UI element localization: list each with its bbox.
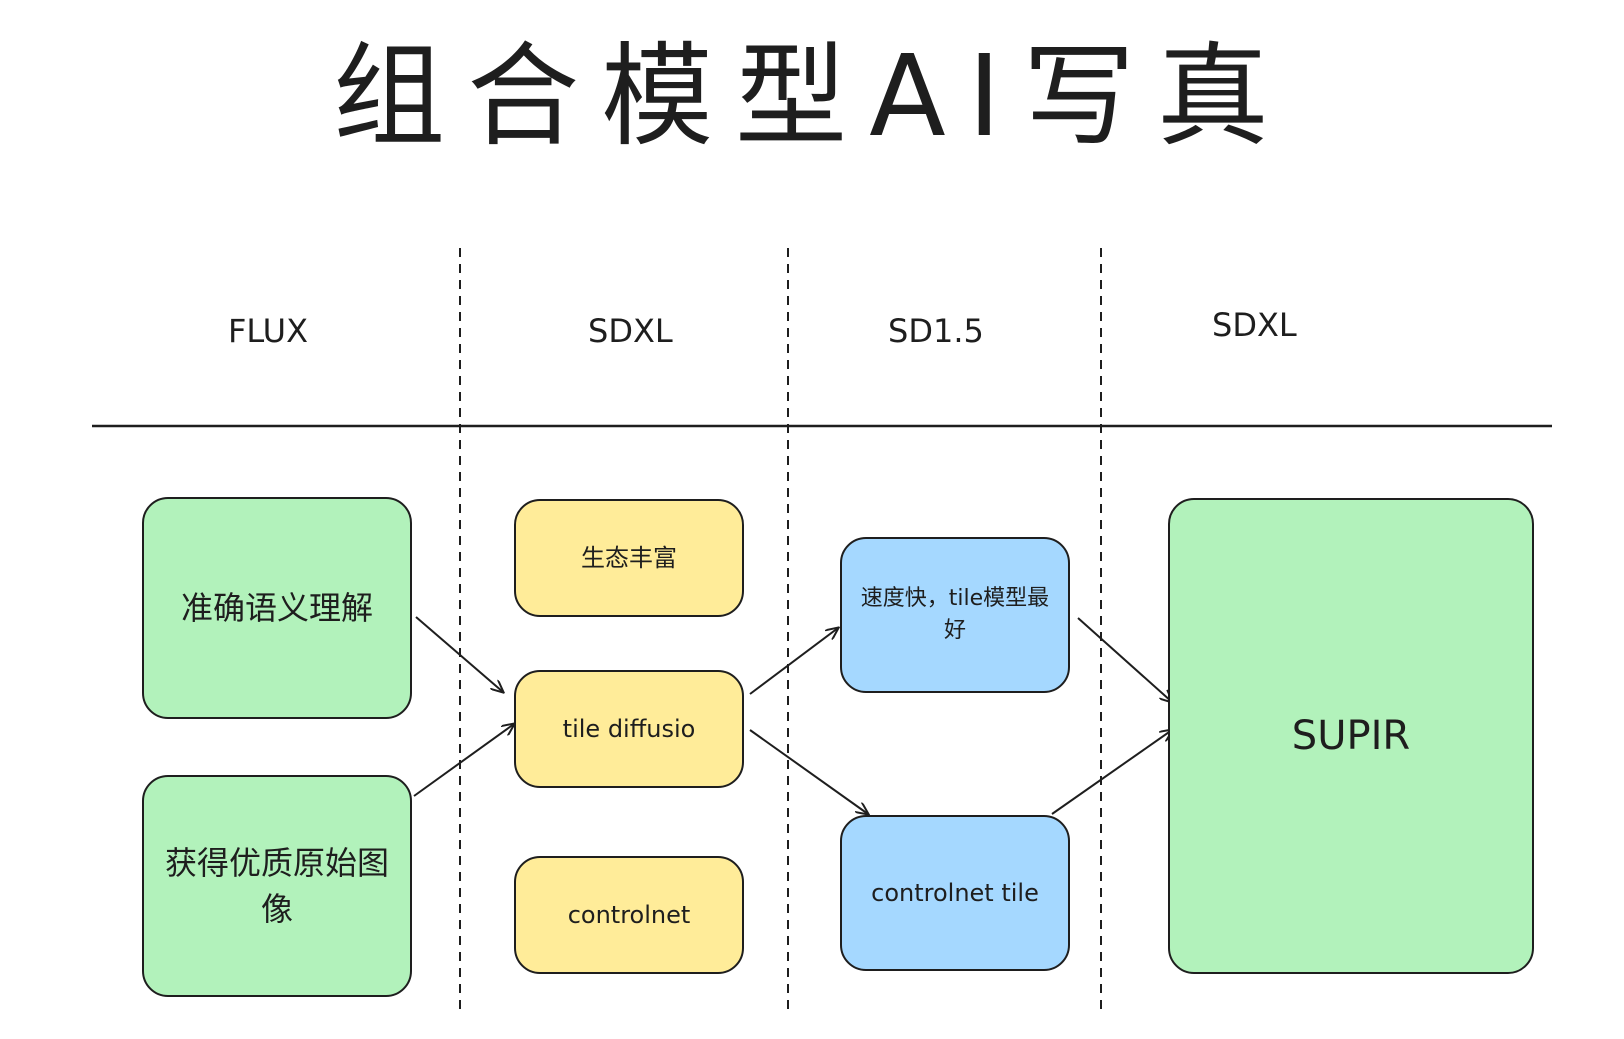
arrow-tile-to-controlnet-tile [749, 729, 868, 814]
arrow-semantic-to-tile [415, 616, 503, 692]
arrow-controlnet-tile-to-supir [1051, 730, 1172, 815]
arrow-tile-to-speed [749, 628, 838, 695]
box-speed-tile-model: 速度快，tile模型最好 [840, 537, 1070, 693]
box-tile-diffusion: tile diffusio [514, 670, 744, 788]
box-semantic-understanding: 准确语义理解 [142, 497, 412, 719]
column-label-sdxl-2: SDXL [1212, 306, 1297, 344]
box-controlnet-tile: controlnet tile [840, 815, 1070, 971]
column-label-sdxl: SDXL [588, 312, 673, 350]
box-controlnet: controlnet [514, 856, 744, 974]
box-ecosystem: 生态丰富 [514, 499, 744, 617]
box-supir: SUPIR [1168, 498, 1534, 974]
column-label-sd15: SD1.5 [888, 312, 984, 350]
box-original-image: 获得优质原始图像 [142, 775, 412, 997]
page-title: 组合模型AI写真 [333, 32, 1291, 162]
arrow-image-to-tile [413, 724, 514, 797]
column-label-flux: FLUX [228, 312, 308, 350]
arrow-speed-to-supir [1077, 617, 1172, 702]
